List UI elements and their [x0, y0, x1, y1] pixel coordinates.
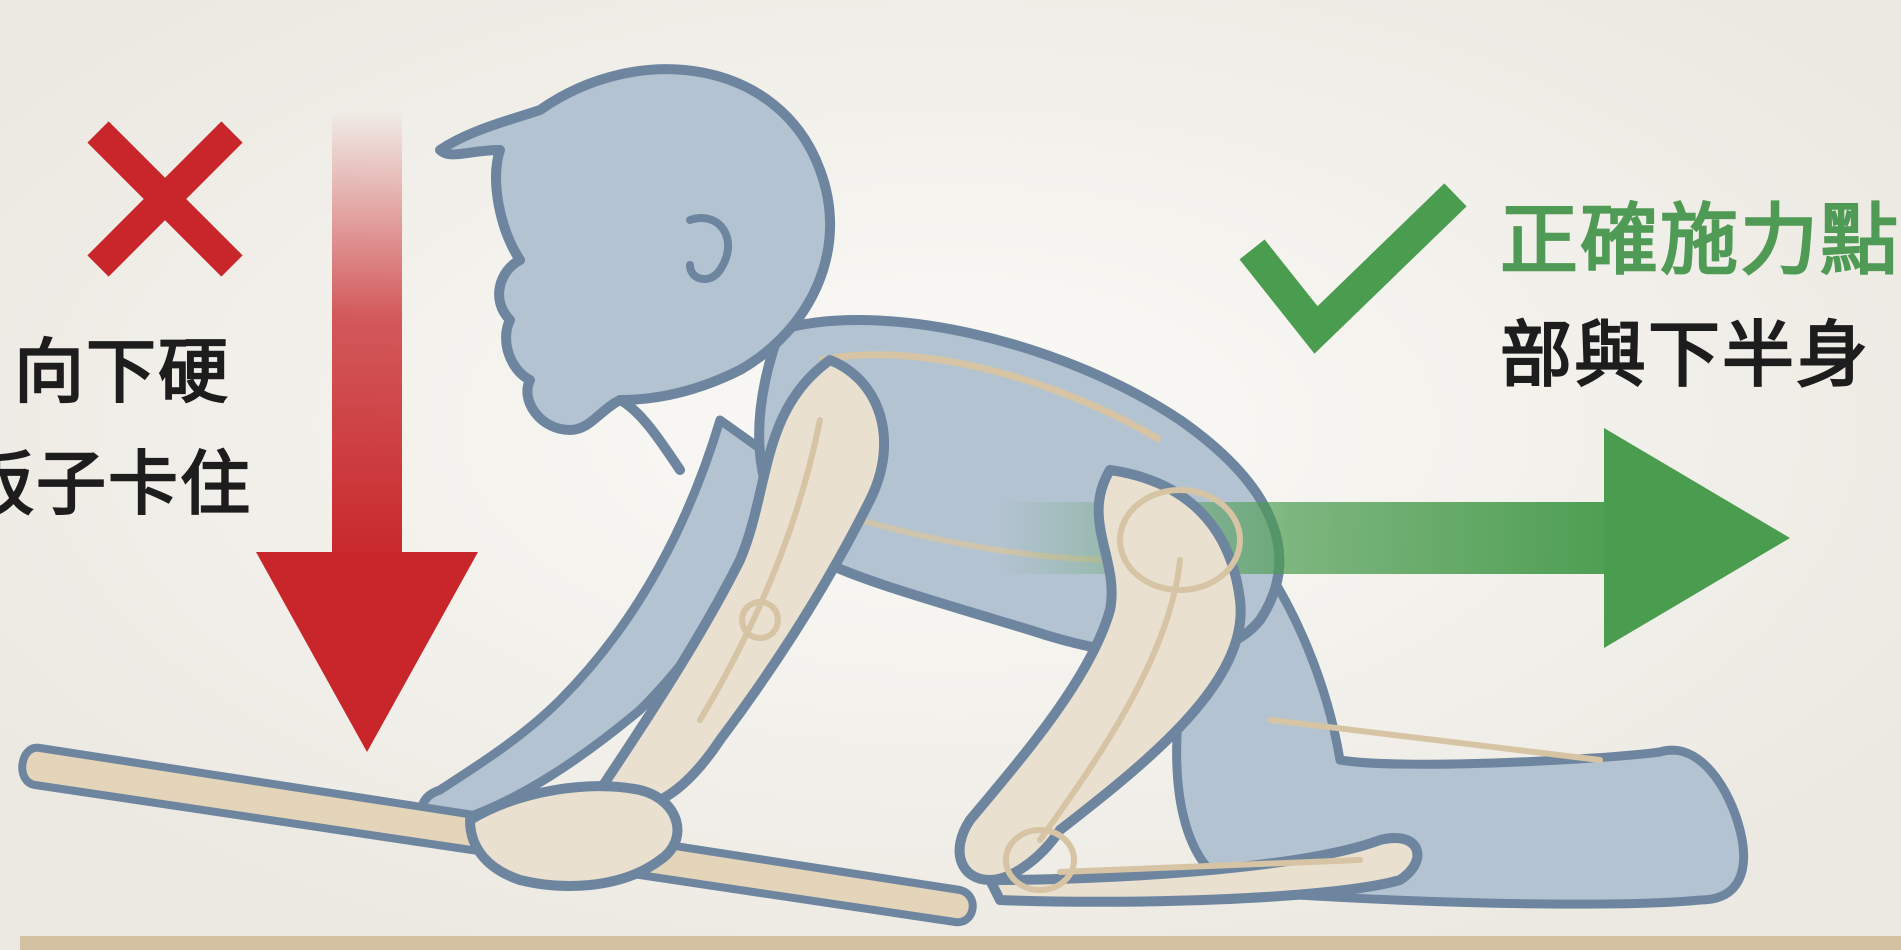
floor-line — [20, 936, 1901, 950]
right-label-line2: 部與下半身 — [1500, 296, 1870, 401]
right-label-title: 正確施力點 — [1500, 178, 1900, 290]
wrong-label-line2: 板子卡住 — [0, 428, 252, 529]
wrong-label-line1: 向下硬 — [14, 316, 230, 417]
